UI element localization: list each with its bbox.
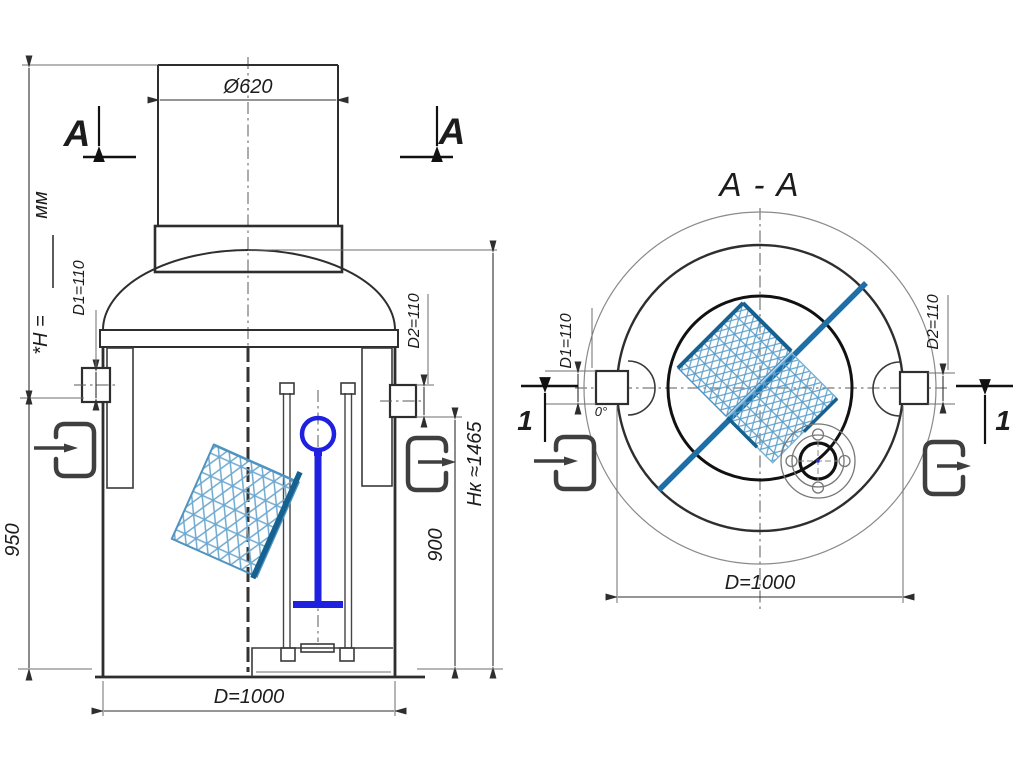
d2-label-plan: D2=110: [925, 294, 942, 349]
section-cut-marker-left: A: [63, 106, 136, 162]
inlet-arrow-icon: [64, 443, 78, 453]
d1-label-plan: D1=110: [558, 313, 575, 368]
drain-flange: [780, 423, 856, 499]
outlet-arrow-icon: [442, 457, 456, 467]
inlet-flow-icon: [34, 421, 97, 479]
h-prefix-text: *H =: [30, 315, 52, 354]
manhole-neck: [22, 64, 339, 226]
mesh-basket: [170, 443, 303, 580]
angle-label: 0°: [595, 404, 607, 419]
outlet-flow-icon-plan: [922, 439, 971, 497]
dimension-hk: Нк ≈1465: [417, 240, 503, 679]
inner-circle: [666, 294, 854, 482]
inlet-nozzle-plan: D1=110 0°: [545, 308, 656, 419]
dim-900-text: 900: [425, 528, 447, 561]
section-cut-marker-right: A: [400, 106, 466, 162]
float-base: [293, 601, 343, 608]
dim-hk-text: Нк ≈1465: [464, 421, 486, 507]
dimension-900: 900: [418, 407, 462, 679]
dome: [99, 224, 497, 348]
section-letter-left: A: [63, 113, 91, 154]
dim-d1000-text: D=1000: [214, 686, 285, 708]
d2-label: D2=110: [406, 293, 423, 348]
detail-number-left: 1: [517, 405, 533, 436]
neck-diameter-text: Ø620: [223, 76, 273, 98]
inlet-arrow-icon: [564, 456, 578, 466]
collar: [153, 224, 344, 274]
outlet-nozzle-plan: D2=110: [872, 294, 955, 417]
section-letter-right: A: [438, 111, 466, 152]
section-title: A - A: [718, 166, 801, 203]
support-ring: [99, 329, 399, 348]
inlet-nozzle: D1=110: [71, 260, 118, 411]
inlet-flow-icon-plan: [534, 434, 597, 492]
mesh-basket-plan: [676, 301, 839, 464]
neck-diameter-dimension: Ø620: [147, 76, 349, 104]
basket-support-plate: [250, 471, 303, 580]
detail-marker-left: 1: [517, 377, 578, 442]
dim-950-text: 950: [2, 523, 24, 556]
outer-circle: [583, 211, 937, 565]
detail-number-right: 1: [995, 405, 1011, 436]
outlet-flow-icon: [405, 435, 456, 493]
dimension-950: 950: [2, 390, 92, 681]
outlet-arrow-icon: [957, 461, 971, 471]
d1-label: D1=110: [71, 260, 88, 315]
bottom-step: [251, 643, 393, 677]
right-baffle: [361, 347, 393, 487]
base-diameter-dimension-plan: D=1000: [605, 406, 915, 603]
front-view: Ø620 A A: [2, 55, 503, 716]
section-view: A - A: [517, 166, 1013, 612]
dim-d1000-plan-text: D=1000: [725, 572, 796, 594]
float-rod: [314, 452, 322, 604]
left-baffle: [106, 347, 134, 489]
detail-marker-right: 1: [956, 379, 1013, 444]
outlet-nozzle: D2=110: [380, 293, 434, 428]
base-diameter-dimension: D=1000: [91, 681, 407, 716]
h-dimension: *H = мм: [20, 55, 84, 405]
h-units-text: мм: [30, 191, 52, 219]
float-assembly: [293, 415, 343, 608]
